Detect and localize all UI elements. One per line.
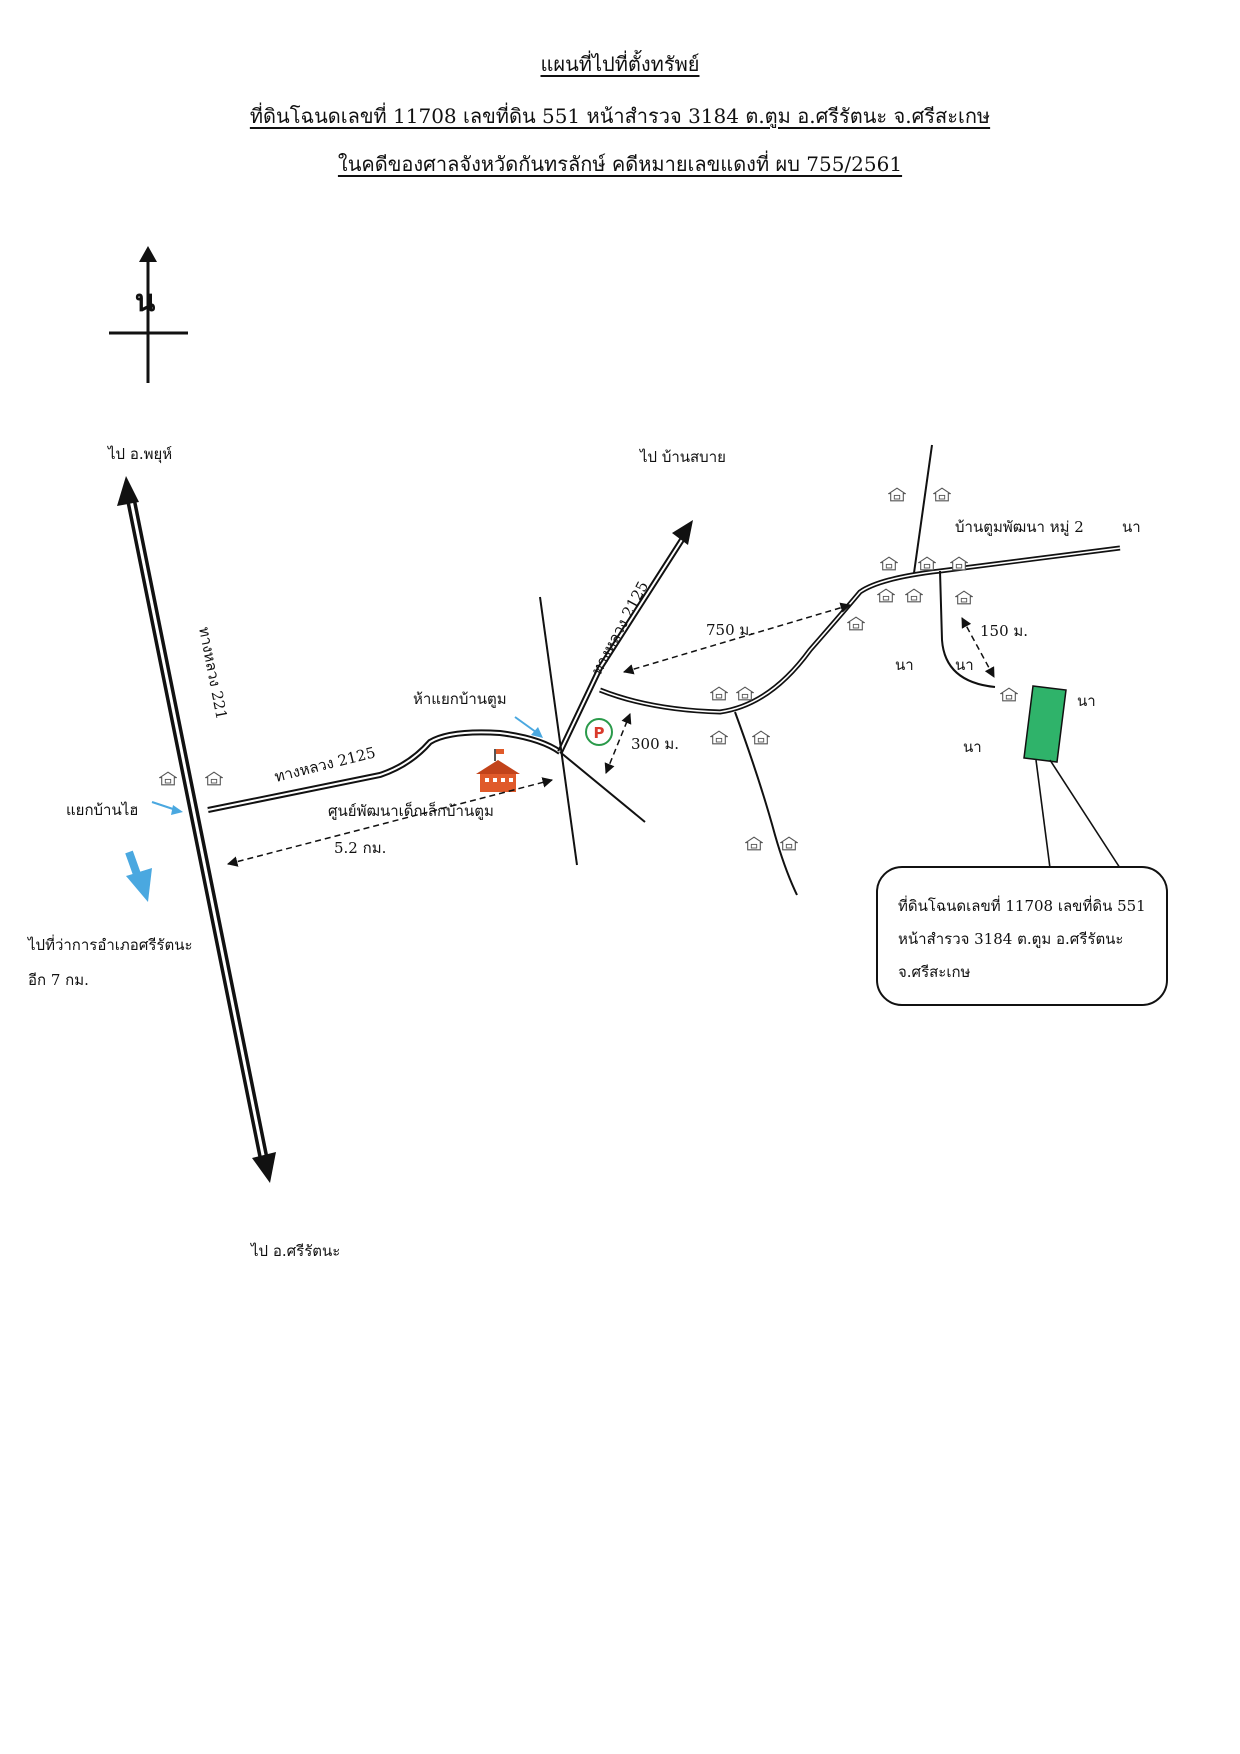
label-junction-ban-sai: แยกบ้านไฮ (66, 801, 138, 819)
property-note-line2: หน้าสำรวจ 3184 ต.ตูม อ.ศรีรัตนะ (898, 930, 1124, 948)
label-to-district-office: ไปที่ว่าการอำเภอศรีรัตนะ (27, 934, 193, 954)
north-arrow-icon: น (109, 246, 188, 383)
property-callout: ที่ดินโฉนดเลขที่ 11708 เลขที่ดิน 551 หน้… (876, 866, 1168, 1006)
label-highway-221: ทางหลวง 221 (195, 625, 231, 721)
highway-2125-north (557, 520, 693, 754)
label-field-1: นา (895, 656, 914, 674)
map-title: แผนที่ไปที่ตั้งทรัพย์ (540, 52, 700, 76)
highway-221 (117, 476, 276, 1183)
label-distance-300m: 300 ม. (631, 735, 679, 753)
label-to-phayu: ไป อ.พยุห์ (107, 445, 172, 464)
label-village: บ้านตูมพัฒนา หมู่ 2 (955, 518, 1084, 536)
label-field-below: นา (963, 738, 982, 756)
label-to-sisattana: ไป อ.ศรีรัตนะ (250, 1242, 340, 1260)
svg-text:P: P (594, 724, 605, 742)
down-arrow-icon (125, 850, 152, 902)
distance-150m-arrow (961, 617, 995, 678)
label-distance-5-2km: 5.2 กม. (334, 839, 386, 857)
pointer-arrow-ban-sai (151, 801, 183, 815)
label-highway-2125-north: ทางหลวง 2125 (588, 578, 652, 678)
property-parcel (1023, 685, 1067, 763)
case-subtitle: ในคดีของศาลจังหวัดกันทรลักษ์ คดีหมายเลขแ… (337, 152, 903, 176)
label-field-right: นา (1077, 692, 1096, 710)
property-note-line3: จ.ศรีสะเกษ (898, 963, 971, 981)
label-district-office-distance: อีก 7 กม. (28, 971, 89, 989)
label-distance-750m: 750 ม. (706, 621, 754, 639)
gas-station-icon: P (585, 718, 613, 746)
label-junction-ban-tum: ห้าแยกบ้านตูม (413, 690, 507, 708)
label-child-center: ศูนย์พัฒนาเด็กเล็กบ้านตูม (328, 801, 494, 820)
pointer-arrow-junction (514, 716, 543, 738)
label-to-ban-sabai: ไป บ้านสบาย (639, 448, 726, 466)
school-icon (476, 749, 520, 792)
property-note-line1: ที่ดินโฉนดเลขที่ 11708 เลขที่ดิน 551 (898, 897, 1146, 915)
label-field-ne: นา (1122, 518, 1141, 536)
label-field-2: นา (955, 656, 974, 674)
north-label: น (135, 284, 156, 319)
distance-5-2km-arrow (226, 777, 554, 867)
deed-subtitle: ที่ดินโฉนดเลขที่ 11708 เลขที่ดิน 551 หน้… (249, 104, 991, 128)
distance-300m-arrow (604, 713, 632, 774)
label-distance-150m: 150 ม. (980, 622, 1028, 640)
